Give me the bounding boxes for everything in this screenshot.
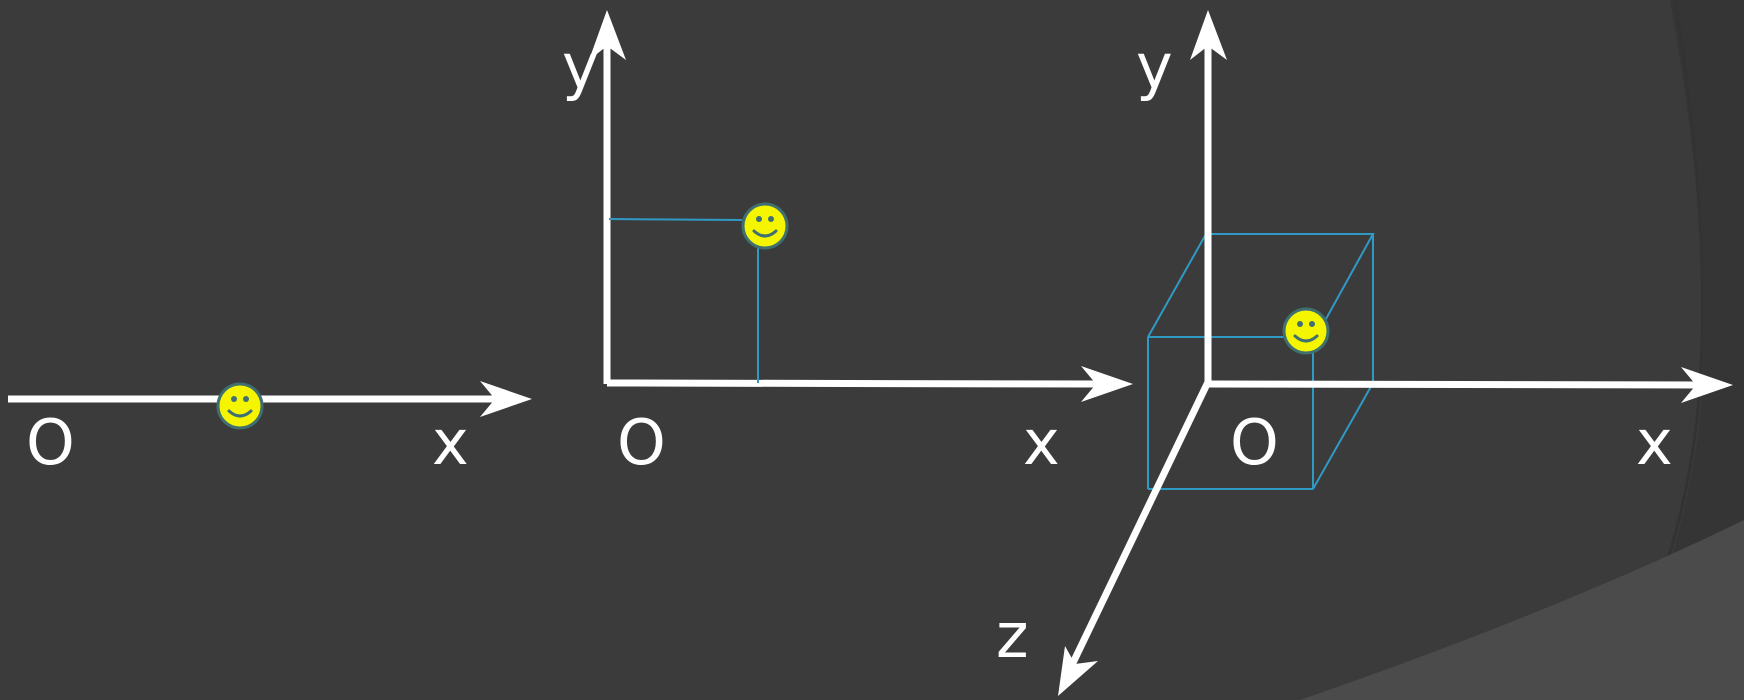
smiley-left-eye (231, 396, 237, 402)
origin-label: O (617, 406, 666, 479)
background-decoration (1300, 0, 1744, 700)
origin-label: O (1230, 406, 1279, 479)
z-axis-line (1067, 380, 1212, 669)
x-axis-label: x (432, 406, 469, 479)
y-axis-label: y (1136, 30, 1173, 103)
y-axis-arrowhead (1190, 10, 1227, 60)
two-d-axis-panel: y O x (562, 10, 1133, 479)
y-axis-arrowhead (589, 10, 626, 60)
smiley-face-icon (741, 202, 789, 250)
x-axis-arrowhead (1081, 366, 1133, 402)
smiley-left-eye (1297, 321, 1303, 327)
one-d-axis-panel: O x (8, 381, 532, 479)
smiley-face-icon (216, 382, 264, 430)
smiley-right-eye (768, 216, 774, 222)
smiley-face-icon (1282, 307, 1330, 355)
three-d-axis-panel: y O x z (996, 10, 1733, 696)
smiley-mouth (1293, 334, 1319, 343)
z-axis-label: z (996, 599, 1029, 672)
smiley-left-eye (756, 216, 762, 222)
smiley-right-eye (1309, 321, 1315, 327)
guide-box-top-face (1147, 233, 1375, 338)
background-corner-wedge (1300, 520, 1744, 700)
point-smiley-icon (216, 382, 264, 430)
x-axis-label: x (1636, 406, 1673, 479)
smiley-mouth (227, 409, 253, 418)
origin-label: O (26, 406, 75, 479)
x-axis-line (1205, 380, 1704, 389)
z-axis-arrowhead (1058, 646, 1098, 696)
smiley-right-eye (243, 396, 249, 402)
x-axis-arrowhead (480, 381, 532, 417)
y-axis-label: y (562, 30, 599, 103)
guide-line-horizontal (608, 218, 743, 221)
x-axis-arrowhead (1681, 367, 1733, 403)
point-smiley-icon (1282, 307, 1330, 355)
background-curve-outer (1610, 0, 1744, 700)
smiley-mouth (752, 229, 778, 238)
guide-box-bottom-right-edge (1312, 382, 1374, 490)
x-axis-label: x (1023, 406, 1060, 479)
point-smiley-icon (741, 202, 789, 250)
x-axis-line (606, 379, 1106, 388)
